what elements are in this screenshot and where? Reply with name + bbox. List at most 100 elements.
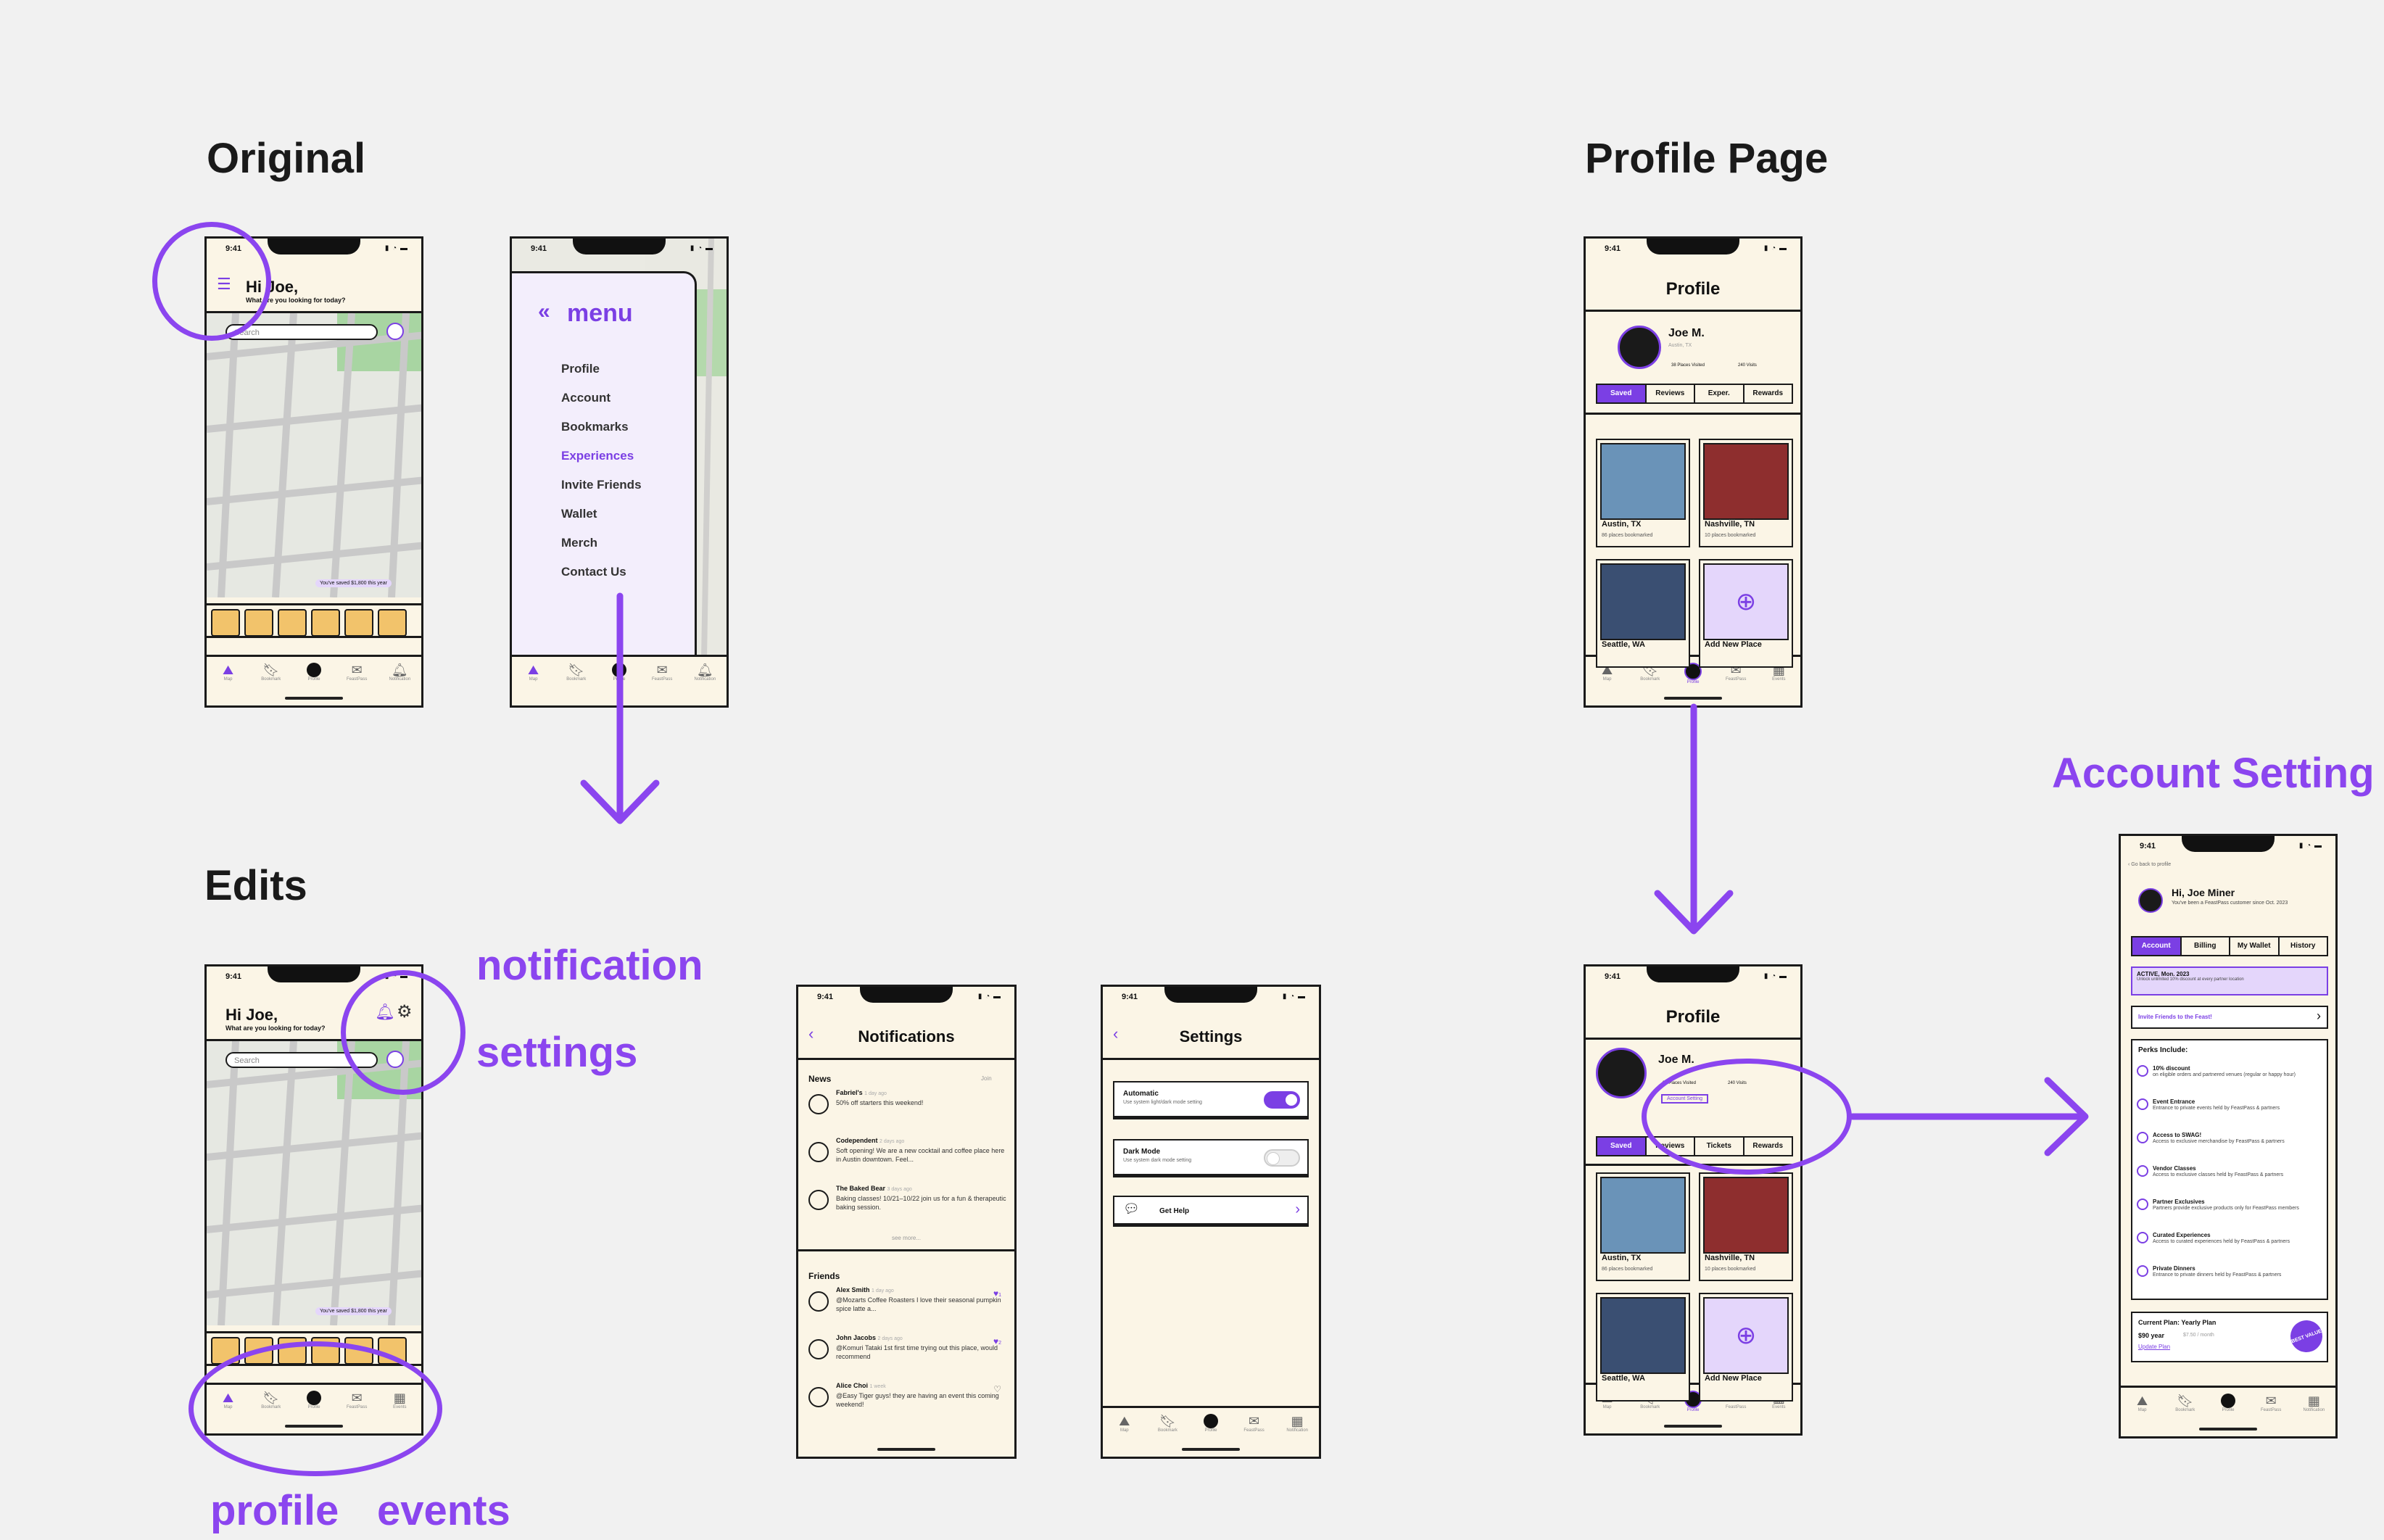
menu-item-wallet[interactable]: Wallet	[561, 507, 597, 521]
arrow-menu-to-edits-head	[580, 779, 660, 824]
back-to-profile-link[interactable]: ‹ Go back to profile	[2128, 862, 2172, 867]
tab-bookmark[interactable]: 🔖︎Bookmark	[261, 663, 281, 682]
tab-profile[interactable]: Profile	[296, 663, 332, 682]
tab-profile[interactable]: Profile	[1193, 1414, 1229, 1433]
tab-history[interactable]: History	[2290, 942, 2316, 950]
friend-item[interactable]: Alice Choi 1 week@Easy Tiger guys! they …	[808, 1381, 1007, 1425]
friend-item[interactable]: Alex Smith 1 day ago@Mozarts Coffee Roas…	[808, 1286, 1007, 1329]
heart-icon[interactable]: ♥2	[993, 1336, 1001, 1346]
place-image	[1600, 563, 1686, 640]
tab-bookmark[interactable]: 🔖︎Bookmark	[2175, 1394, 2195, 1412]
menu-item-bookmarks[interactable]: Bookmarks	[561, 420, 629, 434]
place-image	[1703, 443, 1789, 520]
avatar-icon	[611, 663, 626, 677]
tab-mywallet[interactable]: My Wallet	[2230, 937, 2280, 955]
tab-map[interactable]: ⛰Map	[223, 663, 234, 682]
tab-feastpass[interactable]: ✉FeastPass	[346, 663, 368, 682]
category-icon[interactable]	[244, 609, 273, 637]
invite-friends-button[interactable]: Invite Friends to the Feast! ›	[2131, 1006, 2328, 1029]
add-place-image: ⊕	[1703, 563, 1789, 640]
title-profile-page: Profile Page	[1585, 135, 1829, 182]
tab-notification[interactable]: 🔔︎Notification	[389, 663, 411, 682]
see-more-link[interactable]: see more...	[891, 1235, 921, 1241]
tab-profile[interactable]: Profile	[2210, 1394, 2246, 1412]
heart-icon[interactable]: ♥1	[993, 1288, 1001, 1299]
get-help-button[interactable]: 💬︎ Get Help ›	[1113, 1196, 1309, 1225]
tab-map[interactable]: ⛰Map	[2137, 1394, 2148, 1412]
tab-reviews[interactable]: Reviews	[1647, 385, 1695, 402]
friend-item[interactable]: John Jacobs 2 days ago@Komuri Tataki 1st…	[808, 1333, 1007, 1377]
tab-notification[interactable]: ▦Notification	[1286, 1414, 1309, 1433]
tab-feastpass[interactable]: ✉FeastPass	[651, 663, 673, 682]
tab-account[interactable]: Account	[2132, 937, 2182, 955]
automatic-setting[interactable]: Automatic Use system light/dark mode set…	[1113, 1081, 1309, 1117]
savings-pill: You've saved $1,800 this year	[315, 1307, 392, 1315]
menu-item-account[interactable]: Account	[561, 391, 611, 405]
add-place-image: ⊕	[1703, 1297, 1789, 1374]
tab-profile[interactable]: Profile	[1675, 663, 1711, 684]
tab-feastpass[interactable]: ✉FeastPass	[1243, 1414, 1265, 1433]
search-input[interactable]: Search	[225, 1052, 378, 1068]
places-visited: 38 Places Visited	[1671, 363, 1705, 368]
category-icon[interactable]	[211, 609, 240, 637]
menu-item-merch[interactable]: Merch	[561, 536, 598, 550]
avatar	[808, 1339, 829, 1359]
update-plan-link[interactable]: Update Plan	[2138, 1344, 2171, 1350]
chevron-left-icon[interactable]: «	[538, 299, 550, 323]
category-icon[interactable]	[278, 609, 307, 637]
tab-bookmark[interactable]: 🔖︎Bookmark	[566, 663, 587, 682]
tab-exper[interactable]: Exper.	[1695, 385, 1744, 402]
bell-icon: 🔔︎	[391, 663, 408, 677]
dark-mode-toggle[interactable]	[1264, 1149, 1300, 1167]
tab-saved[interactable]: Saved	[1597, 1138, 1647, 1155]
place-title: Seattle, WA	[1602, 640, 1645, 649]
category-icon[interactable]	[311, 609, 340, 637]
back-chevron-icon[interactable]: ‹	[808, 1024, 814, 1043]
tab-notification[interactable]: 🔔︎Notification	[694, 663, 716, 682]
tab-profile[interactable]: Profile	[601, 663, 637, 682]
place-image	[1600, 1177, 1686, 1254]
calendar-icon: ▦	[1291, 1414, 1304, 1428]
tab-notification[interactable]: ▦Notification	[2303, 1394, 2325, 1412]
bookmark-icon: 🔖︎	[2177, 1394, 2194, 1408]
menu-item-contact-us[interactable]: Contact Us	[561, 565, 626, 579]
place-subtitle: 86 places bookmarked	[1602, 533, 1653, 538]
dark-mode-setting[interactable]: Dark Mode Use system dark mode setting	[1113, 1139, 1309, 1175]
heart-icon[interactable]: ♡	[993, 1384, 1001, 1394]
tab-billing[interactable]: Billing	[2182, 937, 2230, 955]
add-place-card[interactable]: ⊕Add New Place	[1699, 1293, 1793, 1402]
highlight-circle-menu	[152, 222, 271, 341]
back-chevron-icon[interactable]: ‹	[1113, 1024, 1119, 1043]
filter-icon[interactable]	[386, 323, 404, 340]
add-place-card[interactable]: ⊕Add New Place	[1699, 559, 1793, 668]
place-card[interactable]: Seattle, WA	[1596, 1293, 1690, 1402]
bookmark-icon: 🔖︎	[1159, 1414, 1176, 1428]
tab-saved[interactable]: Saved	[1597, 385, 1647, 402]
tab-feastpass[interactable]: ✉FeastPass	[2260, 1394, 2282, 1412]
menu-item-experiences[interactable]: Experiences	[561, 449, 634, 463]
category-icon[interactable]	[344, 609, 373, 637]
bell-icon: 🔔︎	[696, 663, 713, 677]
menu-item-profile[interactable]: Profile	[561, 362, 600, 376]
menu-item-invite-friends[interactable]: Invite Friends	[561, 478, 642, 492]
tab-map[interactable]: ⛰Map	[528, 663, 539, 682]
place-card[interactable]: Seattle, WA	[1596, 559, 1690, 668]
tab-bookmark[interactable]: 🔖︎Bookmark	[1157, 1414, 1177, 1433]
tab-rewards[interactable]: Rewards	[1752, 389, 1784, 397]
tab-map[interactable]: ⛰Map	[1119, 1414, 1130, 1433]
category-icon[interactable]	[378, 609, 407, 637]
map-view[interactable]	[207, 313, 421, 597]
place-title: Seattle, WA	[1602, 1374, 1645, 1383]
automatic-toggle[interactable]	[1264, 1091, 1300, 1109]
